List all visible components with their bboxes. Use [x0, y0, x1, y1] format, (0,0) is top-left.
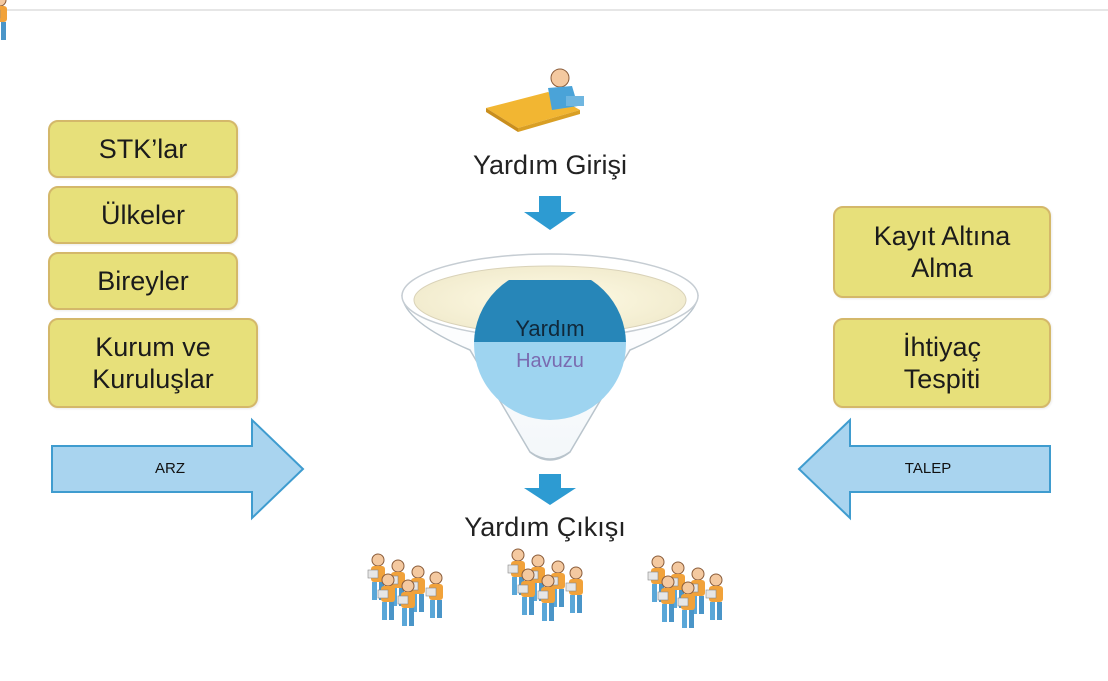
pool-title: Yardım: [515, 316, 585, 341]
arz-label: ARZ: [155, 460, 185, 477]
worker-desk-icon: [486, 68, 584, 132]
people-group-left: [367, 553, 444, 627]
flow-output-label: Yardım Çıkışı: [464, 512, 626, 542]
arz-arrow: [51, 417, 305, 521]
right-box-ihtiyac: İhtiyaç Tespiti: [833, 318, 1051, 408]
talep-arrow: [797, 417, 1051, 521]
pool-circle: [474, 280, 626, 420]
pool-subtitle: Havuzu: [516, 350, 584, 372]
talep-label: TALEP: [904, 460, 952, 477]
flow-input-label: Yardım Girişi: [472, 150, 627, 180]
left-box-ulkeler: Ülkeler: [48, 186, 238, 244]
left-box-bireyler: Bireyler: [48, 252, 238, 310]
people-group-right: [647, 555, 724, 629]
top-divider: [0, 9, 1108, 11]
people-group-center: [507, 548, 584, 622]
down-arrow-input: [524, 196, 576, 230]
left-box-stk: STK’lar: [48, 120, 238, 178]
down-arrow-output: [524, 474, 576, 505]
people-group-icon: [0, 0, 7, 40]
right-box-kayit: Kayıt Altına Alma: [833, 206, 1051, 298]
left-box-kurum: Kurum ve Kuruluşlar: [48, 318, 258, 408]
